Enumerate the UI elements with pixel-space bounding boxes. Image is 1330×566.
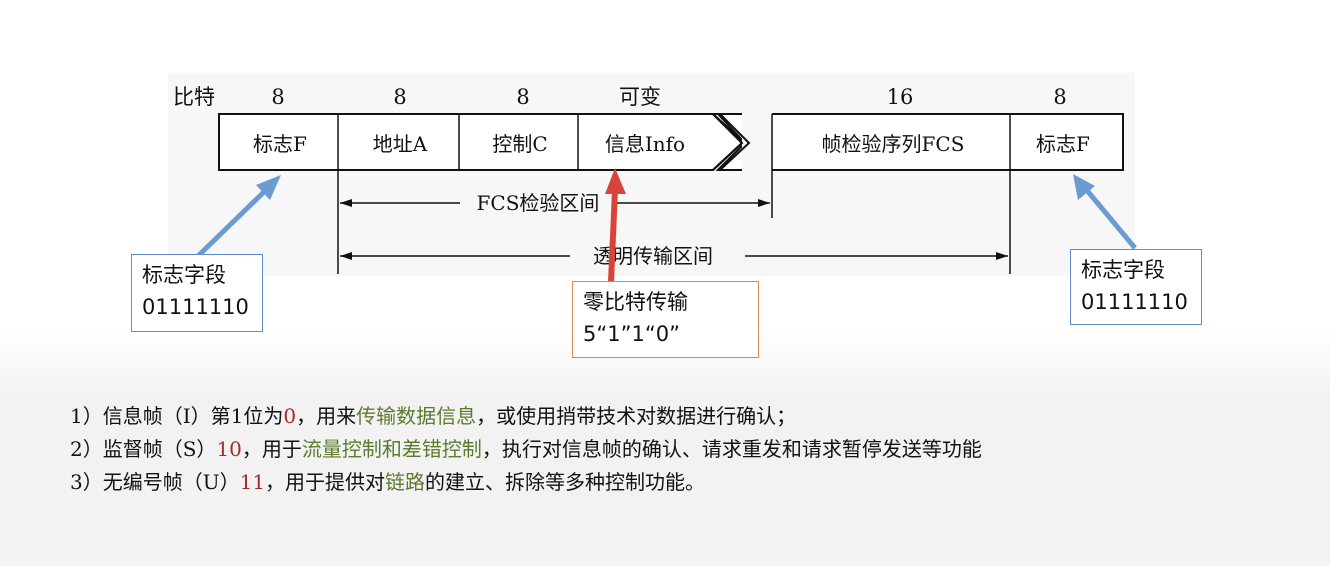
break-gap [742, 112, 772, 172]
size-fcs: 16 [887, 85, 914, 109]
blue-arrow-right [1073, 174, 1137, 250]
field-flag-left: 标志F [253, 132, 307, 156]
note-text: 信息帧（I）第1位为 [102, 404, 284, 428]
zero-bit-callout: 零比特传输 5“1”1“0” [572, 281, 759, 358]
note-highlight: 流量控制和差错控制 [301, 437, 482, 461]
flag-field-callout-right: 标志字段 01111110 [1070, 249, 1202, 325]
note-number: 1） [70, 404, 103, 428]
bits-label: 比特 [173, 85, 215, 109]
size-info: 可变 [619, 85, 661, 109]
red-arrow-zero-bit [605, 168, 626, 283]
zero-bit-title: 零比特传输 [583, 290, 688, 314]
note-code: 10 [216, 437, 242, 461]
note-supervisory-frame: 2）监督帧（S）10，用于流量控制和差错控制，执行对信息帧的确认、请求重发和请求… [70, 433, 1310, 466]
field-control: 控制C [492, 132, 547, 156]
note-highlight: 传输数据信息 [356, 404, 477, 428]
size-flag-right: 8 [1053, 85, 1066, 109]
frame-type-notes: 1）信息帧（I）第1位为0，用来传输数据信息，或使用捎带技术对数据进行确认； 2… [70, 400, 1310, 499]
break-lines [712, 113, 751, 171]
note-code: 11 [239, 470, 266, 494]
note-text: ，用于提供对 [265, 470, 386, 494]
size-control: 8 [516, 85, 529, 109]
note-number: 2） [70, 437, 103, 461]
note-text: 监督帧（S） [102, 437, 217, 461]
note-text: 无编号帧（U） [102, 470, 240, 494]
note-unnumbered-frame: 3）无编号帧（U）11，用于提供对链路的建立、拆除等多种控制功能。 [70, 466, 1310, 499]
size-address: 8 [393, 85, 406, 109]
note-number: 3） [70, 470, 103, 494]
note-highlight: 链路 [385, 470, 426, 494]
note-text: ，用来 [296, 404, 357, 428]
field-info: 信息Info [605, 132, 685, 156]
field-flag-right: 标志F [1036, 132, 1090, 156]
field-fcs: 帧检验序列FCS [822, 132, 965, 156]
flag-field-callout-left: 标志字段 01111110 [131, 254, 263, 332]
note-text: ，或使用捎带技术对数据进行确认； [476, 404, 797, 428]
diagram-panel [168, 73, 1135, 276]
flag-left-value: 01111110 [142, 295, 249, 319]
note-text: 的建立、拆除等多种控制功能。 [425, 470, 706, 494]
right-part-border [772, 113, 1124, 171]
fcs-range-label: FCS检验区间 [477, 191, 600, 215]
flag-left-title: 标志字段 [142, 263, 226, 287]
blue-arrow-left [196, 175, 281, 258]
flag-right-value: 01111110 [1081, 290, 1188, 314]
zero-bit-value: 5“1”1“0” [583, 322, 680, 346]
note-code: 0 [283, 404, 297, 428]
note-info-frame: 1）信息帧（I）第1位为0，用来传输数据信息，或使用捎带技术对数据进行确认； [70, 400, 1310, 433]
note-text: ，执行对信息帧的确认、请求重发和请求暂停发送等功能 [481, 437, 982, 461]
size-flag-left: 8 [271, 85, 284, 109]
field-address: 地址A [373, 132, 428, 156]
left-part-border [218, 113, 713, 171]
flag-right-title: 标志字段 [1081, 258, 1165, 282]
note-text: ，用于 [241, 437, 302, 461]
